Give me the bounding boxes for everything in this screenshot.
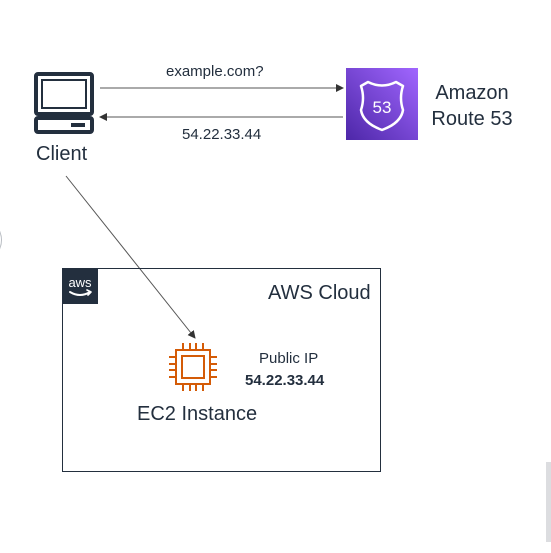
route53-label: Amazon Route 53 (424, 80, 520, 132)
ec2-instance-label: EC2 Instance (137, 403, 258, 425)
route53-icon: 53 (346, 68, 418, 140)
dns-query-label: example.com? (166, 63, 264, 80)
aws-logo-icon: aws (62, 268, 98, 304)
right-edge-fragment (546, 462, 551, 542)
ec2-chip-icon (169, 343, 217, 391)
route53-label-line1: Amazon (435, 82, 509, 104)
dns-answer-label: 54.22.33.44 (182, 126, 262, 143)
client-computer-icon (34, 72, 94, 134)
public-ip-label: Public IP (259, 350, 319, 367)
client-label: Client (36, 143, 88, 165)
aws-cloud-title: AWS Cloud (268, 282, 371, 304)
public-ip-value: 54.22.33.44 (245, 372, 325, 389)
route53-badge-number: 53 (373, 98, 392, 117)
aws-logo-text: aws (68, 275, 92, 290)
client-to-ec2-arrow (65, 175, 196, 339)
aws-cloud-group (62, 268, 381, 472)
route53-label-line2: Route 53 (431, 108, 513, 130)
